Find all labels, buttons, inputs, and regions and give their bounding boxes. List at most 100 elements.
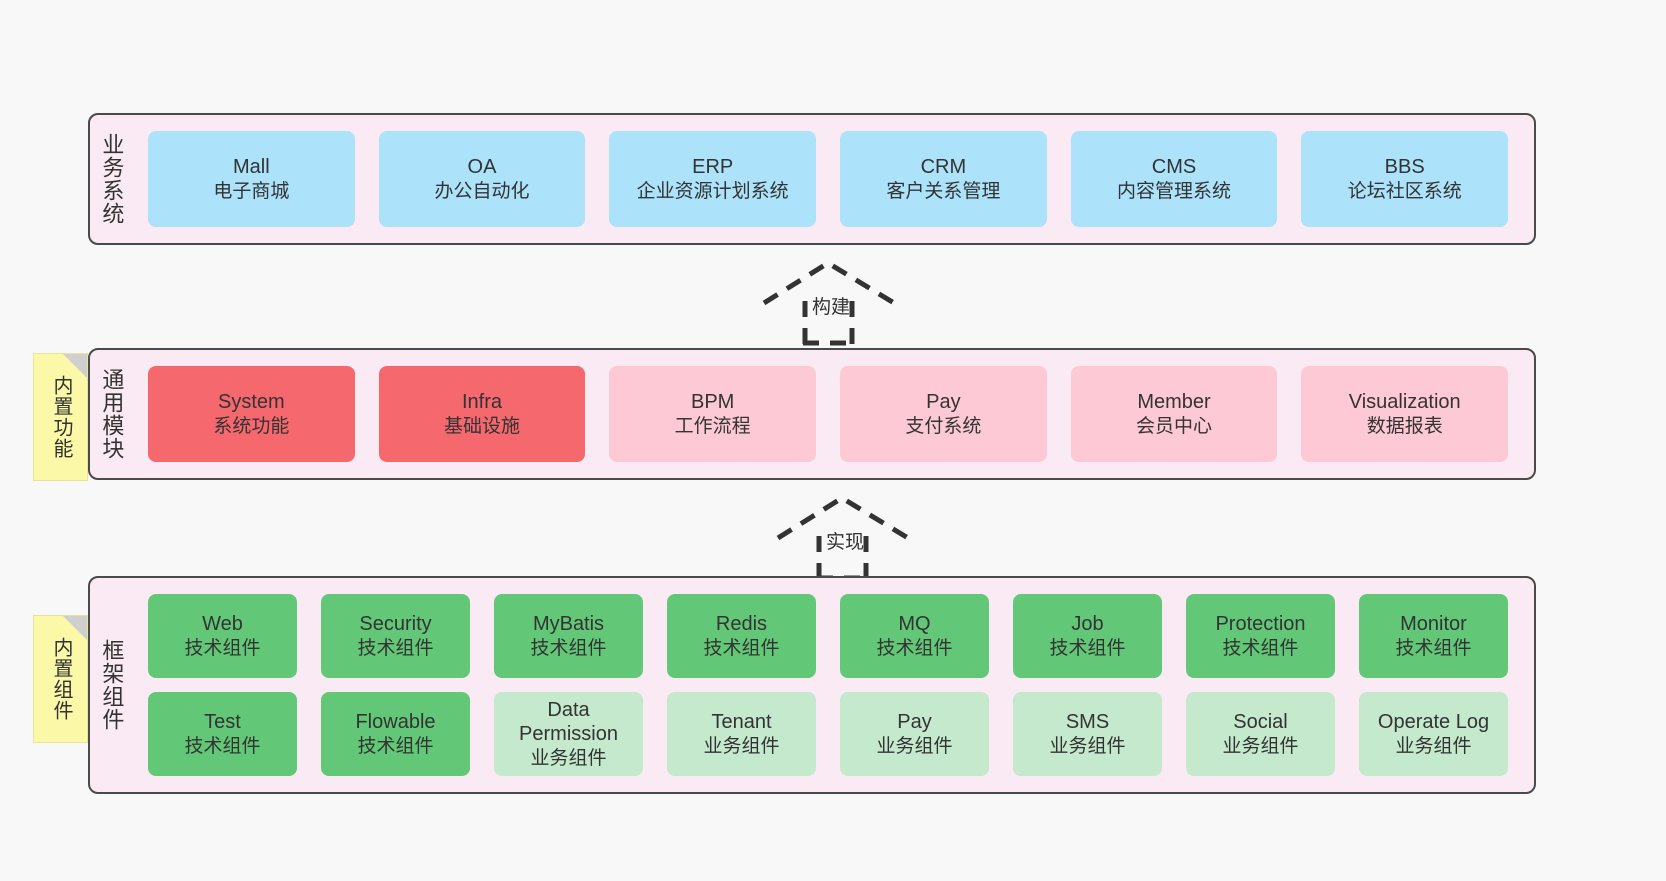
card-title-cn: 基础设施 <box>444 415 521 437</box>
note-builtin-components: 内置组件 <box>33 615 88 743</box>
card-bbs[interactable]: BBS 论坛社区系统 <box>1301 131 1509 227</box>
card-title-en: Protection <box>1215 613 1306 636</box>
card-title-cn: 支付系统 <box>905 415 982 437</box>
note-fold-corner-icon <box>63 616 87 640</box>
card-title-en: Member <box>1137 391 1211 414</box>
card-erp[interactable]: ERP 企业资源计划系统 <box>609 131 817 227</box>
card-redis[interactable]: Redis 技术组件 <box>667 594 816 678</box>
connector-build-label: 构建 <box>812 297 851 318</box>
layer-title-business-systems: 业务系统 <box>99 133 125 225</box>
card-protection[interactable]: Protection 技术组件 <box>1186 594 1335 678</box>
card-cms[interactable]: CMS 内容管理系统 <box>1070 131 1278 227</box>
card-title-cn: 技术组件 <box>703 637 780 659</box>
layer-framework-components: 框架组件 Web 技术组件 Security 技术组件 MyBatis 技术组件… <box>88 576 1536 794</box>
card-operate-log[interactable]: Operate Log 业务组件 <box>1359 692 1508 776</box>
layer-title-common-modules: 通用模块 <box>99 368 125 460</box>
card-title-cn: 业务组件 <box>1395 735 1472 757</box>
card-member[interactable]: Member 会员中心 <box>1070 366 1278 462</box>
card-infra[interactable]: Infra 基础设施 <box>378 366 586 462</box>
card-title-cn: 内容管理系统 <box>1117 180 1232 202</box>
card-title-cn: 业务组件 <box>1049 735 1126 757</box>
card-title-en: Mall <box>233 156 270 179</box>
card-title-cn: 客户关系管理 <box>886 180 1001 202</box>
card-sms[interactable]: SMS 业务组件 <box>1013 692 1162 776</box>
layer-title-framework-components: 框架组件 <box>99 639 125 731</box>
card-title-en: Monitor <box>1400 613 1467 636</box>
card-title-cn: 企业资源计划系统 <box>636 180 789 202</box>
card-title-en: Security <box>359 613 432 636</box>
card-social[interactable]: Social 业务组件 <box>1186 692 1335 776</box>
card-title-en: ERP <box>692 156 734 179</box>
card-title-en: Test <box>204 711 241 734</box>
card-title-en: Redis <box>715 613 768 636</box>
card-title-en: Job <box>1071 613 1104 636</box>
card-monitor[interactable]: Monitor 技术组件 <box>1359 594 1508 678</box>
card-title-cn: 系统功能 <box>213 415 290 437</box>
card-title-en: BBS <box>1384 156 1425 179</box>
card-title-en: Data Permission <box>519 699 618 746</box>
card-system[interactable]: System 系统功能 <box>148 366 355 462</box>
layer-cards-framework-components: Web 技术组件 Security 技术组件 MyBatis 技术组件 Redi… <box>132 578 1534 792</box>
card-title-cn: 技术组件 <box>1222 637 1299 659</box>
card-title-cn: 论坛社区系统 <box>1347 180 1462 202</box>
card-oa[interactable]: OA 办公自动化 <box>378 131 586 227</box>
card-visualization[interactable]: Visualization 数据报表 <box>1301 366 1509 462</box>
note-fold-corner-icon <box>63 354 87 378</box>
framework-row-business: Test 技术组件 Flowable 技术组件 Data Permission … <box>136 692 1520 776</box>
card-mybatis[interactable]: MyBatis 技术组件 <box>494 594 643 678</box>
card-web[interactable]: Web 技术组件 <box>148 594 297 678</box>
card-title-en: Pay <box>897 711 932 734</box>
note-label: 内置组件 <box>50 637 72 721</box>
card-title-en: System <box>217 391 285 414</box>
card-title-cn: 技术组件 <box>1049 637 1126 659</box>
card-mall[interactable]: Mall 电子商城 <box>148 131 355 227</box>
card-title-cn: 业务组件 <box>876 735 953 757</box>
framework-row-technical: Web 技术组件 Security 技术组件 MyBatis 技术组件 Redi… <box>136 594 1520 678</box>
card-title-cn: 数据报表 <box>1366 415 1443 437</box>
card-title-cn: 技术组件 <box>184 735 261 757</box>
card-title-en: Flowable <box>355 711 436 734</box>
card-title-cn: 技术组件 <box>357 735 434 757</box>
card-title-en: Web <box>202 613 243 636</box>
card-title-cn: 业务组件 <box>703 735 780 757</box>
card-pay[interactable]: Pay 支付系统 <box>840 366 1047 462</box>
card-title-cn: 会员中心 <box>1136 415 1213 437</box>
card-title-en: Social <box>1233 711 1288 734</box>
card-tenant[interactable]: Tenant 业务组件 <box>667 692 816 776</box>
card-title-en: Pay <box>926 391 961 414</box>
card-bpm[interactable]: BPM 工作流程 <box>609 366 817 462</box>
note-label: 内置功能 <box>50 375 72 459</box>
layer-business-systems: 业务系统 Mall 电子商城 OA 办公自动化 ERP 企业资源计划系统 CRM… <box>88 113 1536 245</box>
card-test[interactable]: Test 技术组件 <box>148 692 297 776</box>
card-data-permission[interactable]: Data Permission 业务组件 <box>494 692 643 776</box>
card-job[interactable]: Job 技术组件 <box>1013 594 1162 678</box>
card-title-cn: 电子商城 <box>213 180 290 202</box>
card-title-cn: 工作流程 <box>674 415 751 437</box>
card-title-en: MyBatis <box>532 613 605 636</box>
connector-build-arrow <box>762 260 896 346</box>
card-title-en: BPM <box>691 391 735 414</box>
card-title-cn: 技术组件 <box>184 637 261 659</box>
connector-implement-label: 实现 <box>826 532 865 553</box>
card-title-en: CRM <box>920 156 967 179</box>
layer-cards-common-modules: System 系统功能 Infra 基础设施 BPM 工作流程 Pay 支付系统… <box>132 350 1534 478</box>
card-title-cn: 技术组件 <box>1395 637 1472 659</box>
card-mq[interactable]: MQ 技术组件 <box>840 594 989 678</box>
note-builtin-features: 内置功能 <box>33 353 88 481</box>
card-title-en: Operate Log <box>1377 711 1490 734</box>
card-title-cn: 业务组件 <box>530 747 607 769</box>
card-title-cn: 办公自动化 <box>434 180 530 202</box>
layer-cards-business-systems: Mall 电子商城 OA 办公自动化 ERP 企业资源计划系统 CRM 客户关系… <box>132 115 1534 243</box>
card-pay-component[interactable]: Pay 业务组件 <box>840 692 989 776</box>
card-title-en: MQ <box>898 613 931 636</box>
card-flowable[interactable]: Flowable 技术组件 <box>321 692 470 776</box>
card-title-cn: 技术组件 <box>876 637 953 659</box>
card-title-cn: 技术组件 <box>530 637 607 659</box>
card-title-cn: 技术组件 <box>357 637 434 659</box>
card-title-en: Visualization <box>1348 391 1461 414</box>
card-security[interactable]: Security 技术组件 <box>321 594 470 678</box>
card-title-en: Tenant <box>711 711 772 734</box>
card-title-en: OA <box>467 156 497 179</box>
card-title-en: SMS <box>1065 711 1110 734</box>
card-crm[interactable]: CRM 客户关系管理 <box>840 131 1047 227</box>
